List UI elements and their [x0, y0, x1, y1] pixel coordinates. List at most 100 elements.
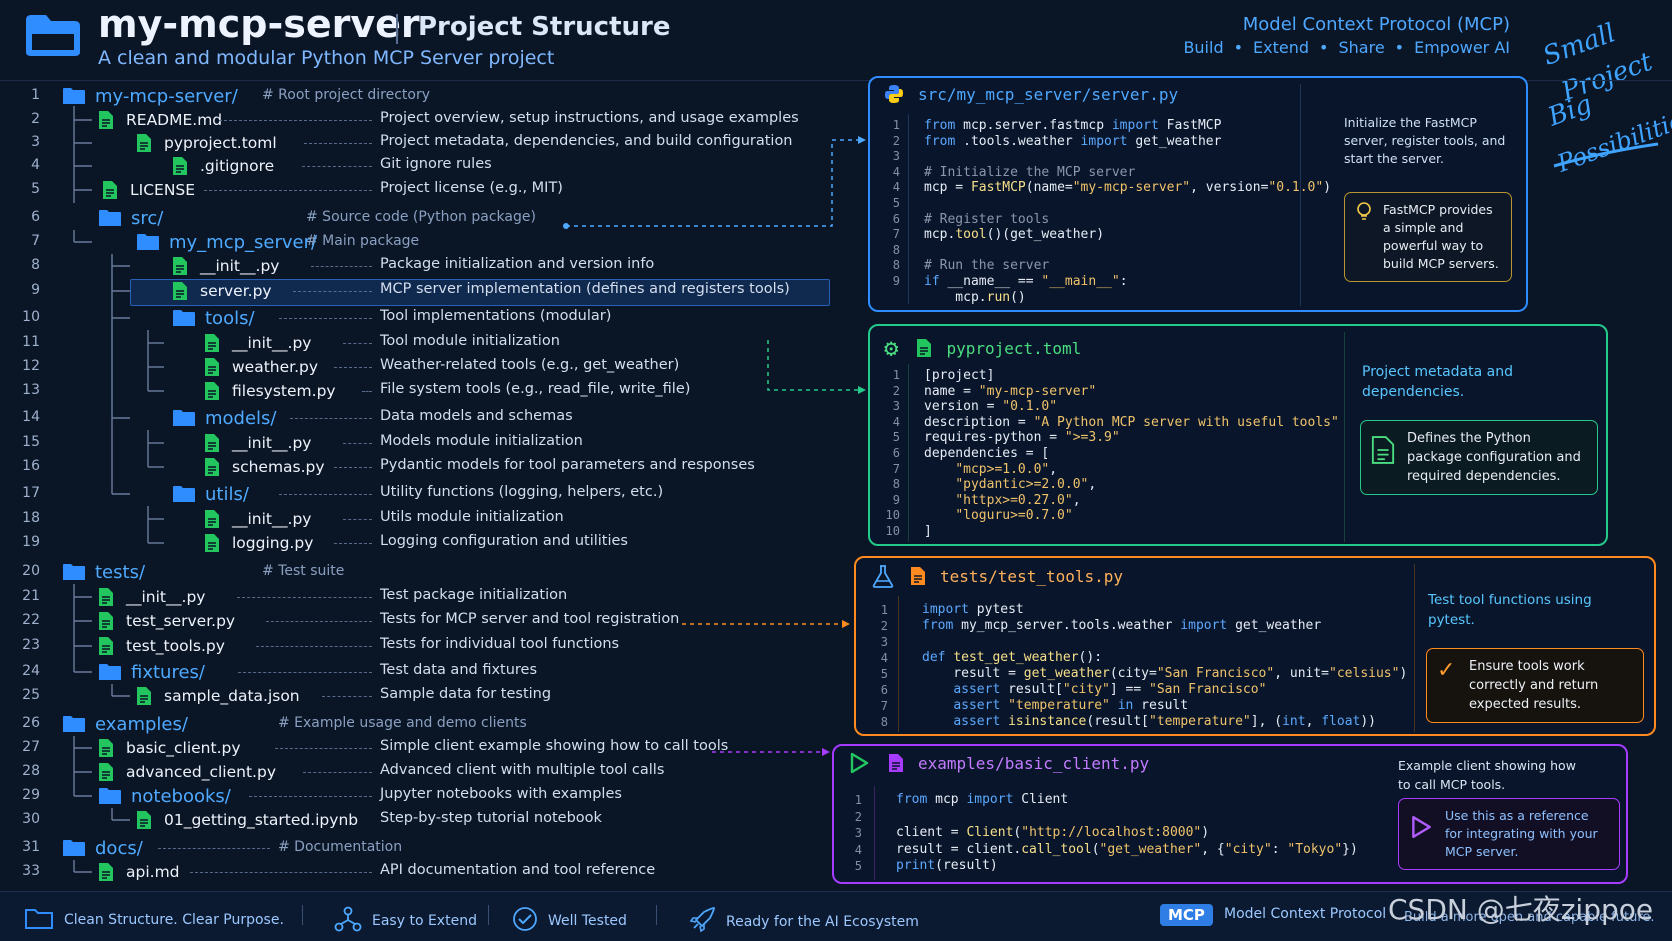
tree-folder-row[interactable]: fixtures/ — [98, 660, 205, 684]
tree-folder-row[interactable]: my_mcp_server/ — [136, 230, 317, 254]
code-line: mcp = FastMCP(name="my-mcp-server", vers… — [924, 180, 1331, 196]
tree-file-row[interactable]: filesystem.py — [204, 379, 336, 403]
tree-file-row[interactable]: sample_data.json — [136, 684, 300, 708]
file-name: schemas.py — [232, 458, 325, 476]
code-line: print(result) — [896, 858, 1358, 875]
tree-file-row[interactable]: api.md — [98, 860, 180, 884]
tests-panel-title: tests/test_tools.py — [940, 566, 1124, 586]
code-line-number: 8 — [880, 715, 888, 729]
file-description: Test package initialization — [380, 587, 568, 603]
server-panel-header: src/my_mcp_server/server.py — [884, 84, 1178, 104]
code-token: (): — [1078, 650, 1103, 665]
tree-file-row[interactable]: __init__.py — [172, 254, 279, 278]
file-icon — [172, 281, 188, 301]
line-number: 24 — [22, 663, 40, 679]
tree-folder-row[interactable]: tools/ — [172, 306, 255, 330]
tree-folder-row[interactable]: tests/ — [62, 560, 145, 584]
code-token: "http://localhost:8000" — [1021, 825, 1202, 840]
folder-icon — [136, 233, 160, 251]
file-name: README.md — [126, 111, 223, 129]
code-line: result = client.call_tool("get_weather",… — [896, 842, 1358, 859]
code-token: from — [922, 618, 954, 633]
file-icon — [98, 611, 114, 631]
line-number: 12 — [22, 358, 40, 374]
tree-file-row[interactable]: basic_client.py — [98, 736, 241, 760]
footer-item: Ready for the AI Ecosystem — [688, 906, 919, 938]
tree-file-row[interactable]: __init__.py — [98, 585, 205, 609]
server-note: Initialize the FastMCP server, register … — [1344, 115, 1506, 166]
code-block: from mcp import Client client = Client("… — [896, 792, 1358, 875]
tree-folder-row[interactable]: docs/ — [62, 836, 143, 860]
code-token: Client — [1013, 792, 1069, 807]
code-token: () — [1010, 289, 1026, 305]
code-token: import — [1180, 618, 1228, 633]
tree-folder-row[interactable]: models/ — [172, 406, 277, 430]
file-description: Git ignore rules — [380, 156, 492, 172]
tree-file-row[interactable]: test_server.py — [98, 609, 235, 633]
code-line: result = get_weather(city="San Francisco… — [922, 666, 1407, 682]
tree-file-row[interactable]: __init__.py — [204, 431, 311, 455]
folder-comment: # Test suite — [262, 563, 345, 579]
pyproject-panel-title: pyproject.toml — [946, 338, 1082, 358]
code-line: requires-python = ">=3.9" — [924, 430, 1339, 446]
tree-file-row[interactable]: logging.py — [204, 531, 313, 555]
tree-file-row[interactable]: weather.py — [204, 355, 318, 379]
tree-file-row[interactable]: __init__.py — [204, 331, 311, 355]
code-line: assert isinstance(result["temperature"],… — [922, 714, 1407, 730]
play-icon — [1409, 815, 1435, 844]
code-token: "city" — [1224, 841, 1272, 857]
file-name: .gitignore — [200, 157, 275, 175]
tree-file-row[interactable]: README.md — [98, 108, 222, 132]
tree-file-row[interactable]: 01_getting_started.ipynb — [136, 808, 358, 832]
tree-file-row[interactable]: LICENSE — [102, 178, 195, 202]
tree-folder-row[interactable]: notebooks/ — [98, 784, 231, 808]
leader-line — [249, 796, 372, 797]
folder-icon — [62, 87, 86, 105]
code-token: version = — [924, 399, 1003, 415]
code-token: [project] — [924, 368, 995, 383]
watermark: CSDN @七夜zippoe — [1388, 893, 1654, 926]
tree-folder-row[interactable]: utils/ — [172, 482, 249, 506]
file-icon — [98, 636, 114, 656]
tree-file-row[interactable]: .gitignore — [172, 154, 274, 178]
code-line-number: 5 — [892, 430, 900, 445]
code-token: my_mcp_server.tools.weather — [953, 618, 1181, 633]
code-line-number: 2 — [892, 383, 900, 398]
leader-line — [303, 772, 372, 773]
tree-file-row[interactable]: __init__.py — [204, 507, 311, 531]
mcp-tag: Build — [1183, 38, 1224, 57]
file-description: Tests for MCP server and tool registrati… — [380, 611, 680, 627]
tree-folder-row[interactable]: examples/ — [62, 712, 188, 736]
panel-divider — [1300, 84, 1301, 306]
file-description: Utility functions (logging, helpers, etc… — [380, 484, 664, 500]
footer-item-label: Easy to Extend — [372, 913, 477, 929]
title-divider — [396, 14, 398, 44]
code-token: float — [1321, 714, 1361, 729]
code-token: ], ( — [1250, 714, 1283, 729]
leader-line — [322, 696, 372, 697]
tree-file-row[interactable]: test_tools.py — [98, 634, 225, 658]
line-number: 9 — [31, 282, 40, 298]
tree-file-row[interactable]: pyproject.toml — [136, 131, 277, 155]
network-icon — [334, 906, 362, 936]
tree-file-row[interactable]: schemas.py — [204, 455, 325, 479]
file-name: __init__.py — [200, 257, 280, 275]
panel-divider — [1414, 564, 1415, 732]
leader-line — [303, 143, 372, 144]
tree-folder-row[interactable]: my-mcp-server/ — [62, 84, 238, 108]
file-name: __init__.py — [232, 510, 312, 528]
tree-folder-row[interactable]: src/ — [98, 206, 163, 230]
code-token: import — [922, 602, 969, 617]
line-number: 20 — [22, 563, 40, 579]
python-icon — [884, 84, 904, 104]
tree-file-row[interactable]: server.py — [172, 279, 272, 303]
folder-name: tools/ — [205, 307, 255, 329]
file-icon — [172, 156, 188, 176]
tree-file-row[interactable]: advanced_client.py — [98, 760, 276, 784]
pyproject-panel-header: ⚙ pyproject.toml — [884, 334, 1081, 362]
pyproject-note: Project metadata and dependencies. — [1362, 364, 1513, 400]
code-token: ( — [1013, 825, 1022, 840]
leader-line — [311, 266, 372, 267]
